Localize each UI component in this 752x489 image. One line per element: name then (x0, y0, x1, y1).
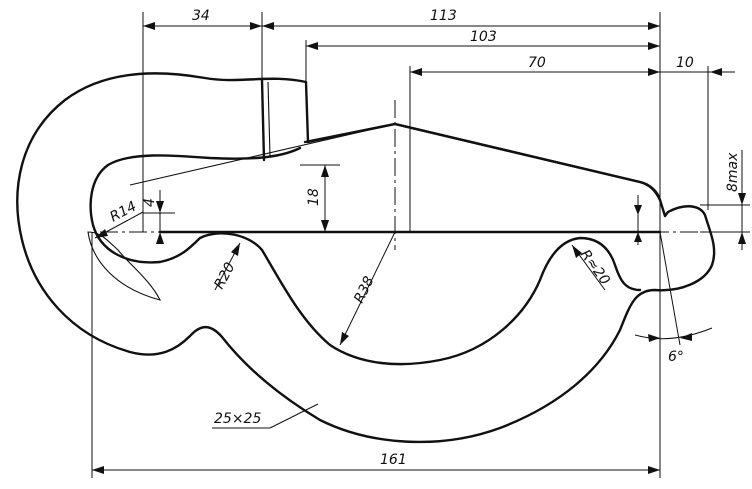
dim-tip-arrow-bottom (634, 232, 642, 242)
dim-70-label: 70 (528, 55, 546, 71)
dim-103-label: 103 (470, 29, 497, 45)
hook-inner-outline (87, 231, 162, 301)
dim-34-arrow-left (143, 22, 155, 30)
dim-161-arrow-right (648, 466, 660, 474)
angle-6-arrow-right (680, 333, 692, 341)
dim-18-label: 18 (306, 188, 322, 206)
section-leader-diag (269, 403, 319, 429)
r20-label: R20 (211, 260, 238, 292)
hook-neck-inner (267, 81, 271, 157)
r20approx-label: R≈20 (577, 247, 613, 288)
dim-113-arrow-left (262, 22, 274, 30)
dim-8max-label: 8max (725, 152, 741, 192)
r38-arrow (340, 332, 349, 345)
dim-18-arrow-top (321, 165, 329, 177)
section-label: 25×25 (214, 411, 261, 427)
angle-6-arrow-left (648, 334, 660, 342)
dim-4-label: 4 (142, 198, 158, 207)
dim-34-label: 34 (192, 8, 210, 24)
r14-label: R14 (107, 198, 139, 225)
dim-10-label: 10 (676, 55, 694, 71)
dim-103-arrow-right (648, 42, 660, 50)
dim-4-arrow-top (156, 201, 164, 213)
r38-leader (339, 231, 396, 346)
dim-4-arrow-bottom (156, 232, 164, 244)
r20-arrow (231, 243, 240, 256)
dim-70-arrow-left (410, 68, 422, 76)
dim-10-arrow (710, 68, 722, 76)
dim-8max-arrow-top (738, 193, 746, 205)
r20approx-arrow (572, 245, 582, 258)
dim-161-label: 161 (380, 452, 407, 468)
hook-taper-inner (129, 123, 396, 186)
hook-outer-outline (16, 72, 716, 444)
dim-161-arrow-left (92, 466, 104, 474)
dim-113-arrow-right (648, 22, 660, 30)
dim-70-arrow-right (648, 68, 660, 76)
dim-103-arrow-left (306, 42, 318, 50)
hook-neck (260, 78, 266, 162)
r14-arrow (95, 229, 108, 238)
dim-113-label: 113 (430, 8, 457, 24)
angle-6-label: 6° (668, 349, 684, 365)
angle-6-arc (634, 327, 713, 340)
r38-label: R38 (351, 274, 377, 306)
dim-8max-arrow-bottom (738, 232, 746, 244)
dim-18-arrow-bottom (321, 220, 329, 232)
hook-eye-curve (89, 146, 642, 366)
dim-tip-arrow-top (634, 205, 642, 215)
dim-34-arrow-right (250, 22, 262, 30)
angle-6-line (659, 231, 681, 346)
hook-shank-top (303, 122, 662, 202)
